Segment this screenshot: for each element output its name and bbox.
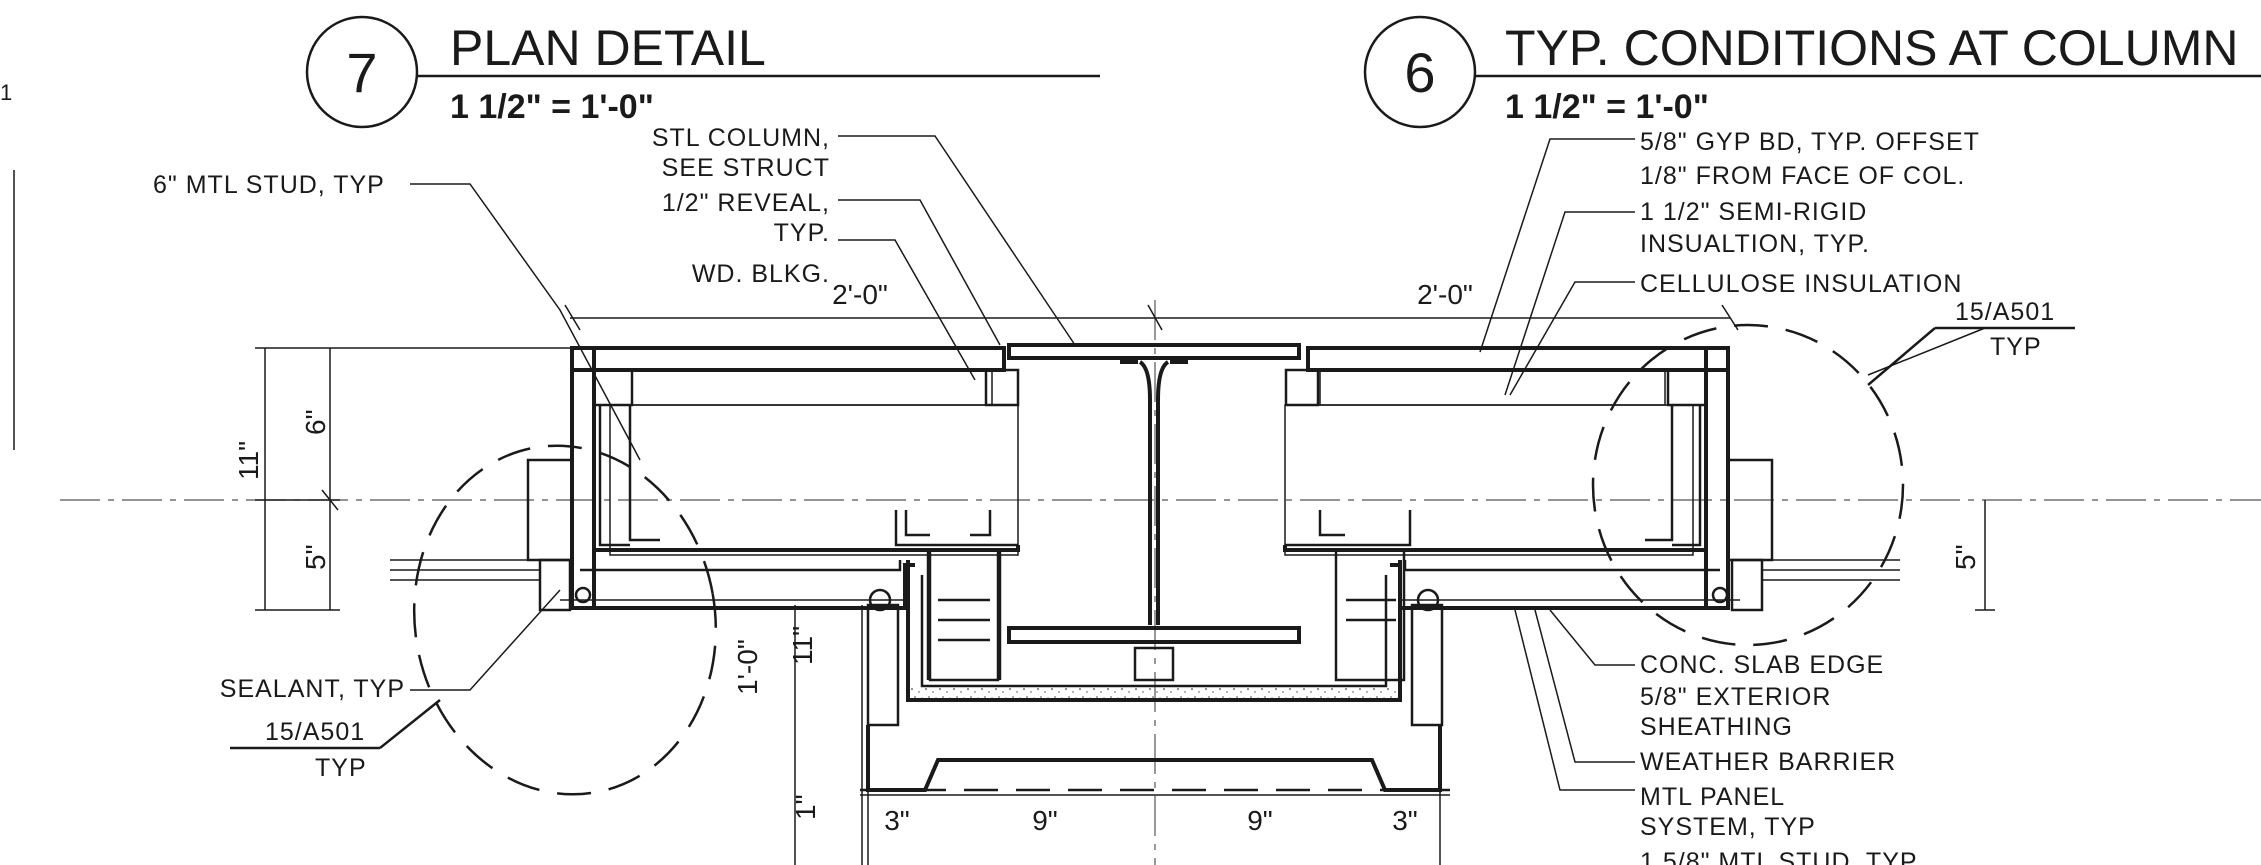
detail-scale: 1 1/2" = 1'-0" [1505, 88, 1709, 126]
wall-assembly-left [390, 346, 1020, 612]
detail-number-bubble [1363, 15, 1477, 129]
note-sealant: SEALANT, TYP [220, 675, 405, 703]
dim-5-left: 5" [300, 544, 331, 570]
dim-1: 1" [790, 794, 821, 820]
notes-left: 6" MTL STUD, TYP STL COLUMN, SEE STRUCT … [153, 124, 830, 703]
leader-lines [410, 135, 1986, 791]
dim-top-right: 2'-0" [1417, 279, 1473, 310]
note-gyp-bd-2: 1/8" FROM FACE OF COL. [1640, 162, 1965, 190]
dim-top-left: 2'-0" [832, 279, 888, 310]
note-semirigid-2: INSUALTION, TYP. [1640, 230, 1870, 258]
dim-11-center: 11" [787, 626, 818, 665]
detail-title: TYP. CONDITIONS AT COLUMN [1505, 20, 2238, 76]
detail-scale: 1 1/2" = 1'-0" [450, 88, 654, 126]
ref-sheet: 15/A501 [265, 718, 365, 746]
ref-typ: TYP [1990, 333, 2042, 361]
dim-3-right: 3" [1392, 805, 1418, 836]
wall-assembly-right [1283, 346, 1900, 612]
detail-callout-circles [412, 323, 1905, 796]
note-mtl-panel-2: SYSTEM, TYP [1640, 813, 1816, 841]
note-sheathing-1: 5/8" EXTERIOR [1640, 683, 1831, 711]
detail-number-bubble [305, 15, 419, 129]
note-gyp-bd-1: 5/8" GYP BD, TYP. OFFSET [1640, 128, 1980, 156]
dim-3-left: 3" [884, 805, 910, 836]
column-enclosure [866, 548, 1444, 727]
note-reveal-2: TYP. [774, 219, 830, 247]
reference-tag-right: 15/A501 TYP [1867, 298, 2075, 386]
dim-1-0: 1'-0" [732, 639, 763, 695]
metal-panel-bottom [860, 725, 1450, 792]
note-mtl-panel-1: MTL PANEL [1640, 783, 1785, 811]
detail-title: PLAN DETAIL [450, 20, 766, 76]
detail-number: 7 [346, 41, 377, 104]
notes-right: 5/8" GYP BD, TYP. OFFSET 1/8" FROM FACE … [1640, 128, 1980, 865]
dimension-labels: 2'-0" 2'-0" 11" 6" 5" 5" 1'-0" 11" 1" 3"… [233, 279, 1981, 836]
note-weather-barrier: WEATHER BARRIER [1640, 748, 1896, 776]
title-block-right: 6 TYP. CONDITIONS AT COLUMN 1 1/2" = 1'-… [1363, 15, 2261, 129]
note-1-5-8-mtl-stud: 1 5/8" MTL STUD, TYP [1640, 848, 1918, 865]
dim-9-left: 9" [1032, 805, 1058, 836]
ref-sheet: 15/A501 [1955, 298, 2055, 326]
margin-mark: 1 [0, 80, 12, 105]
note-6in-mtl-stud: 6" MTL STUD, TYP [153, 171, 385, 199]
dim-5-right: 5" [1950, 544, 1981, 570]
note-sheathing-2: SHEATHING [1640, 713, 1793, 741]
dim-11: 11" [233, 441, 264, 480]
ref-typ: TYP [315, 754, 367, 782]
reference-tag-left: 15/A501 TYP [230, 699, 441, 782]
title-block-left: 7 PLAN DETAIL 1 1/2" = 1'-0" [305, 15, 1100, 129]
note-wd-blkg: WD. BLKG. [692, 260, 830, 288]
note-conc-slab: CONC. SLAB EDGE [1640, 651, 1884, 679]
dim-9-right: 9" [1247, 805, 1273, 836]
note-semirigid-1: 1 1/2" SEMI-RIGID [1640, 198, 1867, 226]
detail-number: 6 [1404, 41, 1435, 104]
dim-6: 6" [300, 409, 331, 435]
note-stl-column-1: STL COLUMN, [652, 124, 830, 152]
note-stl-column-2: SEE STRUCT [662, 154, 830, 182]
steel-column [1007, 343, 1301, 682]
note-reveal-1: 1/2" REVEAL, [662, 189, 830, 217]
note-cellulose: CELLULOSE INSULATION [1640, 270, 1962, 298]
